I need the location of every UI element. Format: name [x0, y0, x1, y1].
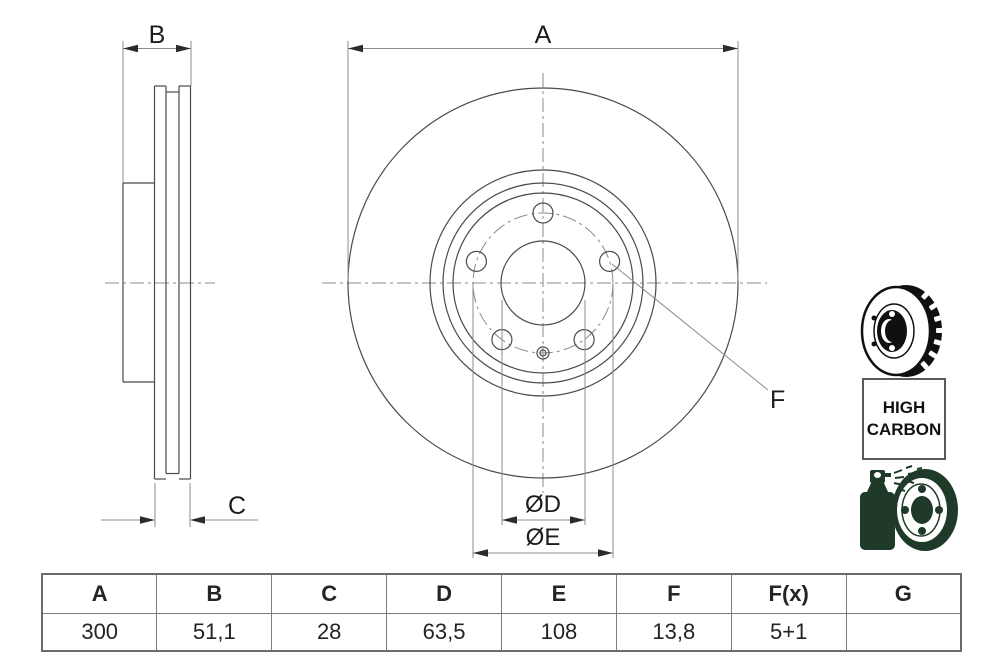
dim-label-C: C — [228, 492, 246, 520]
spec-header-G: G — [845, 573, 962, 614]
spec-value-E: 108 — [501, 613, 617, 652]
technical-drawing: B C — [101, 21, 958, 558]
vent-slots — [920, 291, 944, 370]
spray-particles — [893, 465, 923, 492]
spec-value-G — [845, 613, 962, 652]
spec-header-F: F — [615, 573, 732, 614]
dim-label-D: ØD — [525, 491, 561, 518]
spec-header-E: E — [501, 573, 617, 614]
high-carbon-badge: HIGH CARBON — [862, 378, 946, 460]
spec-value-B: 51,1 — [156, 613, 273, 652]
disc-circles — [347, 87, 739, 479]
spec-value-F: 13,8 — [615, 613, 732, 652]
spray-can — [860, 470, 895, 550]
spec-header-A: A — [41, 573, 158, 614]
dim-label-A: A — [535, 21, 552, 49]
spec-value-Fx: 5+1 — [730, 613, 847, 652]
dim-label-B: B — [149, 21, 166, 49]
dim-label-F: F — [770, 386, 785, 414]
spec-header-C: C — [271, 573, 388, 614]
dimension-B: B — [122, 21, 192, 183]
friction-ring-outline — [153, 85, 192, 480]
spec-value-C: 28 — [271, 613, 388, 652]
front-view: A ØD ØE F — [322, 21, 785, 558]
dimension-F: F — [611, 263, 785, 414]
dim-label-E: ØE — [526, 524, 561, 551]
dimension-E: ØE — [472, 283, 614, 558]
hat-outline — [122, 182, 155, 383]
dimension-A: A — [347, 21, 739, 281]
spec-header-D: D — [386, 573, 502, 614]
dimension-spec-table: A B C D E F F(x) G 300 51,1 28 63,5 108 … — [41, 573, 962, 652]
vented-disc-icon — [860, 285, 944, 377]
spec-header-Fx: F(x) — [730, 573, 847, 614]
spec-value-A: 300 — [41, 613, 158, 652]
spec-header-B: B — [156, 573, 273, 614]
coated-disc-spray-icon — [860, 465, 958, 551]
dimension-D: ØD — [501, 300, 586, 525]
spec-value-D: 63,5 — [386, 613, 502, 652]
side-view-cross-section: B C — [101, 21, 258, 527]
locating-pin-hole — [536, 346, 550, 360]
dimension-C: C — [101, 483, 258, 527]
spec-table-value-row: 300 51,1 28 63,5 108 13,8 5+1 — [41, 613, 962, 652]
spec-table-header-row: A B C D E F F(x) G — [41, 573, 962, 614]
high-carbon-label: HIGH CARBON — [866, 397, 942, 439]
